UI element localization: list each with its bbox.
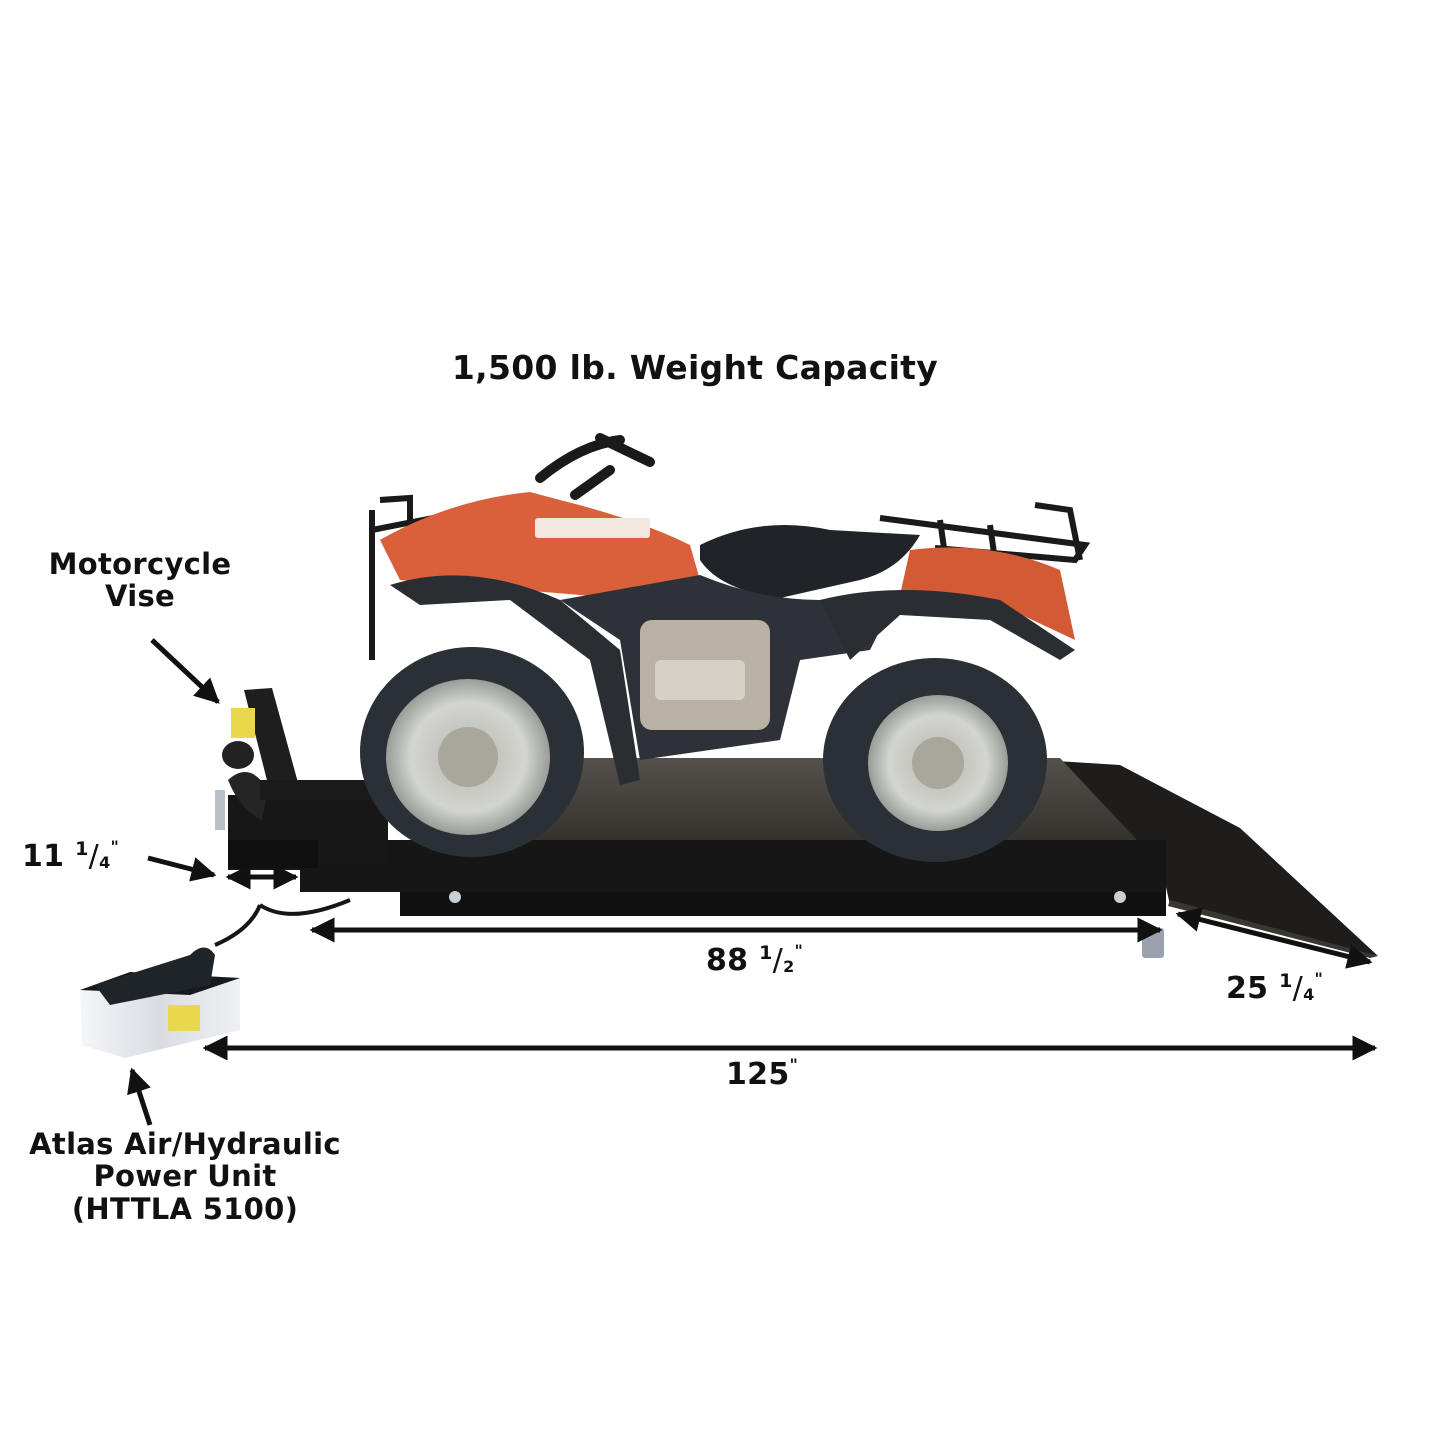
dimension-whole: 125 <box>726 1057 790 1092</box>
dimension-denominator: 4 <box>99 853 111 872</box>
dimension-numerator: 1 <box>759 942 773 964</box>
motorcycle-vise <box>215 688 370 830</box>
motorcycle-vise-label-line2: Vise <box>104 579 175 614</box>
power-unit-label-line3: (HTTLA 5100) <box>71 1191 299 1226</box>
weight-capacity-title: 1,500 lb. Weight Capacity <box>451 348 939 387</box>
atv <box>360 433 1091 862</box>
fraction-slash: / <box>1292 971 1304 1006</box>
inch-mark: " <box>1314 969 1324 988</box>
dimension-denominator: 2 <box>783 957 795 976</box>
inch-mark: " <box>794 941 804 960</box>
inch-mark: " <box>789 1055 799 1074</box>
vise-warning-label <box>231 708 255 738</box>
dimension-arrows <box>127 638 1378 1126</box>
ramp-length-arrow <box>1175 907 1373 969</box>
motorcycle-vise-label-line1: Motorcycle <box>48 547 232 581</box>
vise-pointer-arrow <box>150 638 220 704</box>
front-tire <box>360 647 584 857</box>
dimension-denominator: 4 <box>1303 985 1315 1004</box>
hydraulic-hose <box>214 898 351 947</box>
power-unit-label-line1: Atlas Air/Hydraulic <box>29 1127 341 1161</box>
inch-mark: " <box>110 837 120 856</box>
fraction-slash: / <box>88 839 100 874</box>
dimension-whole: 88 <box>706 943 749 978</box>
foot-pedal <box>95 947 215 1005</box>
motorcycle-vise-label: Motorcycle Vise <box>30 548 250 613</box>
power-unit-label: Atlas Air/Hydraulic Power Unit (HTTLA 51… <box>10 1127 360 1226</box>
dimension-whole: 25 <box>1226 971 1269 1006</box>
vise-depth-pointer-arrow <box>147 855 217 882</box>
dimension-whole: 11 <box>22 839 65 874</box>
dimension-numerator: 1 <box>75 838 89 860</box>
atv-decal <box>535 518 650 538</box>
dimension-platform-length: 88 1/2" <box>706 942 803 978</box>
rear-tire <box>823 658 1047 862</box>
power-unit-pointer-arrow <box>127 1067 153 1126</box>
power-unit <box>80 947 240 1058</box>
fraction-slash: / <box>772 943 784 978</box>
power-unit-label-line2: Power Unit <box>93 1159 277 1194</box>
dimension-overall-length: 125" <box>726 1056 798 1092</box>
power-unit-warning-label <box>168 1005 200 1031</box>
dimension-ramp-length: 25 1/4" <box>1226 970 1323 1006</box>
dimension-numerator: 1 <box>1279 970 1293 992</box>
dimension-vise-depth: 11 1/4" <box>22 838 119 874</box>
